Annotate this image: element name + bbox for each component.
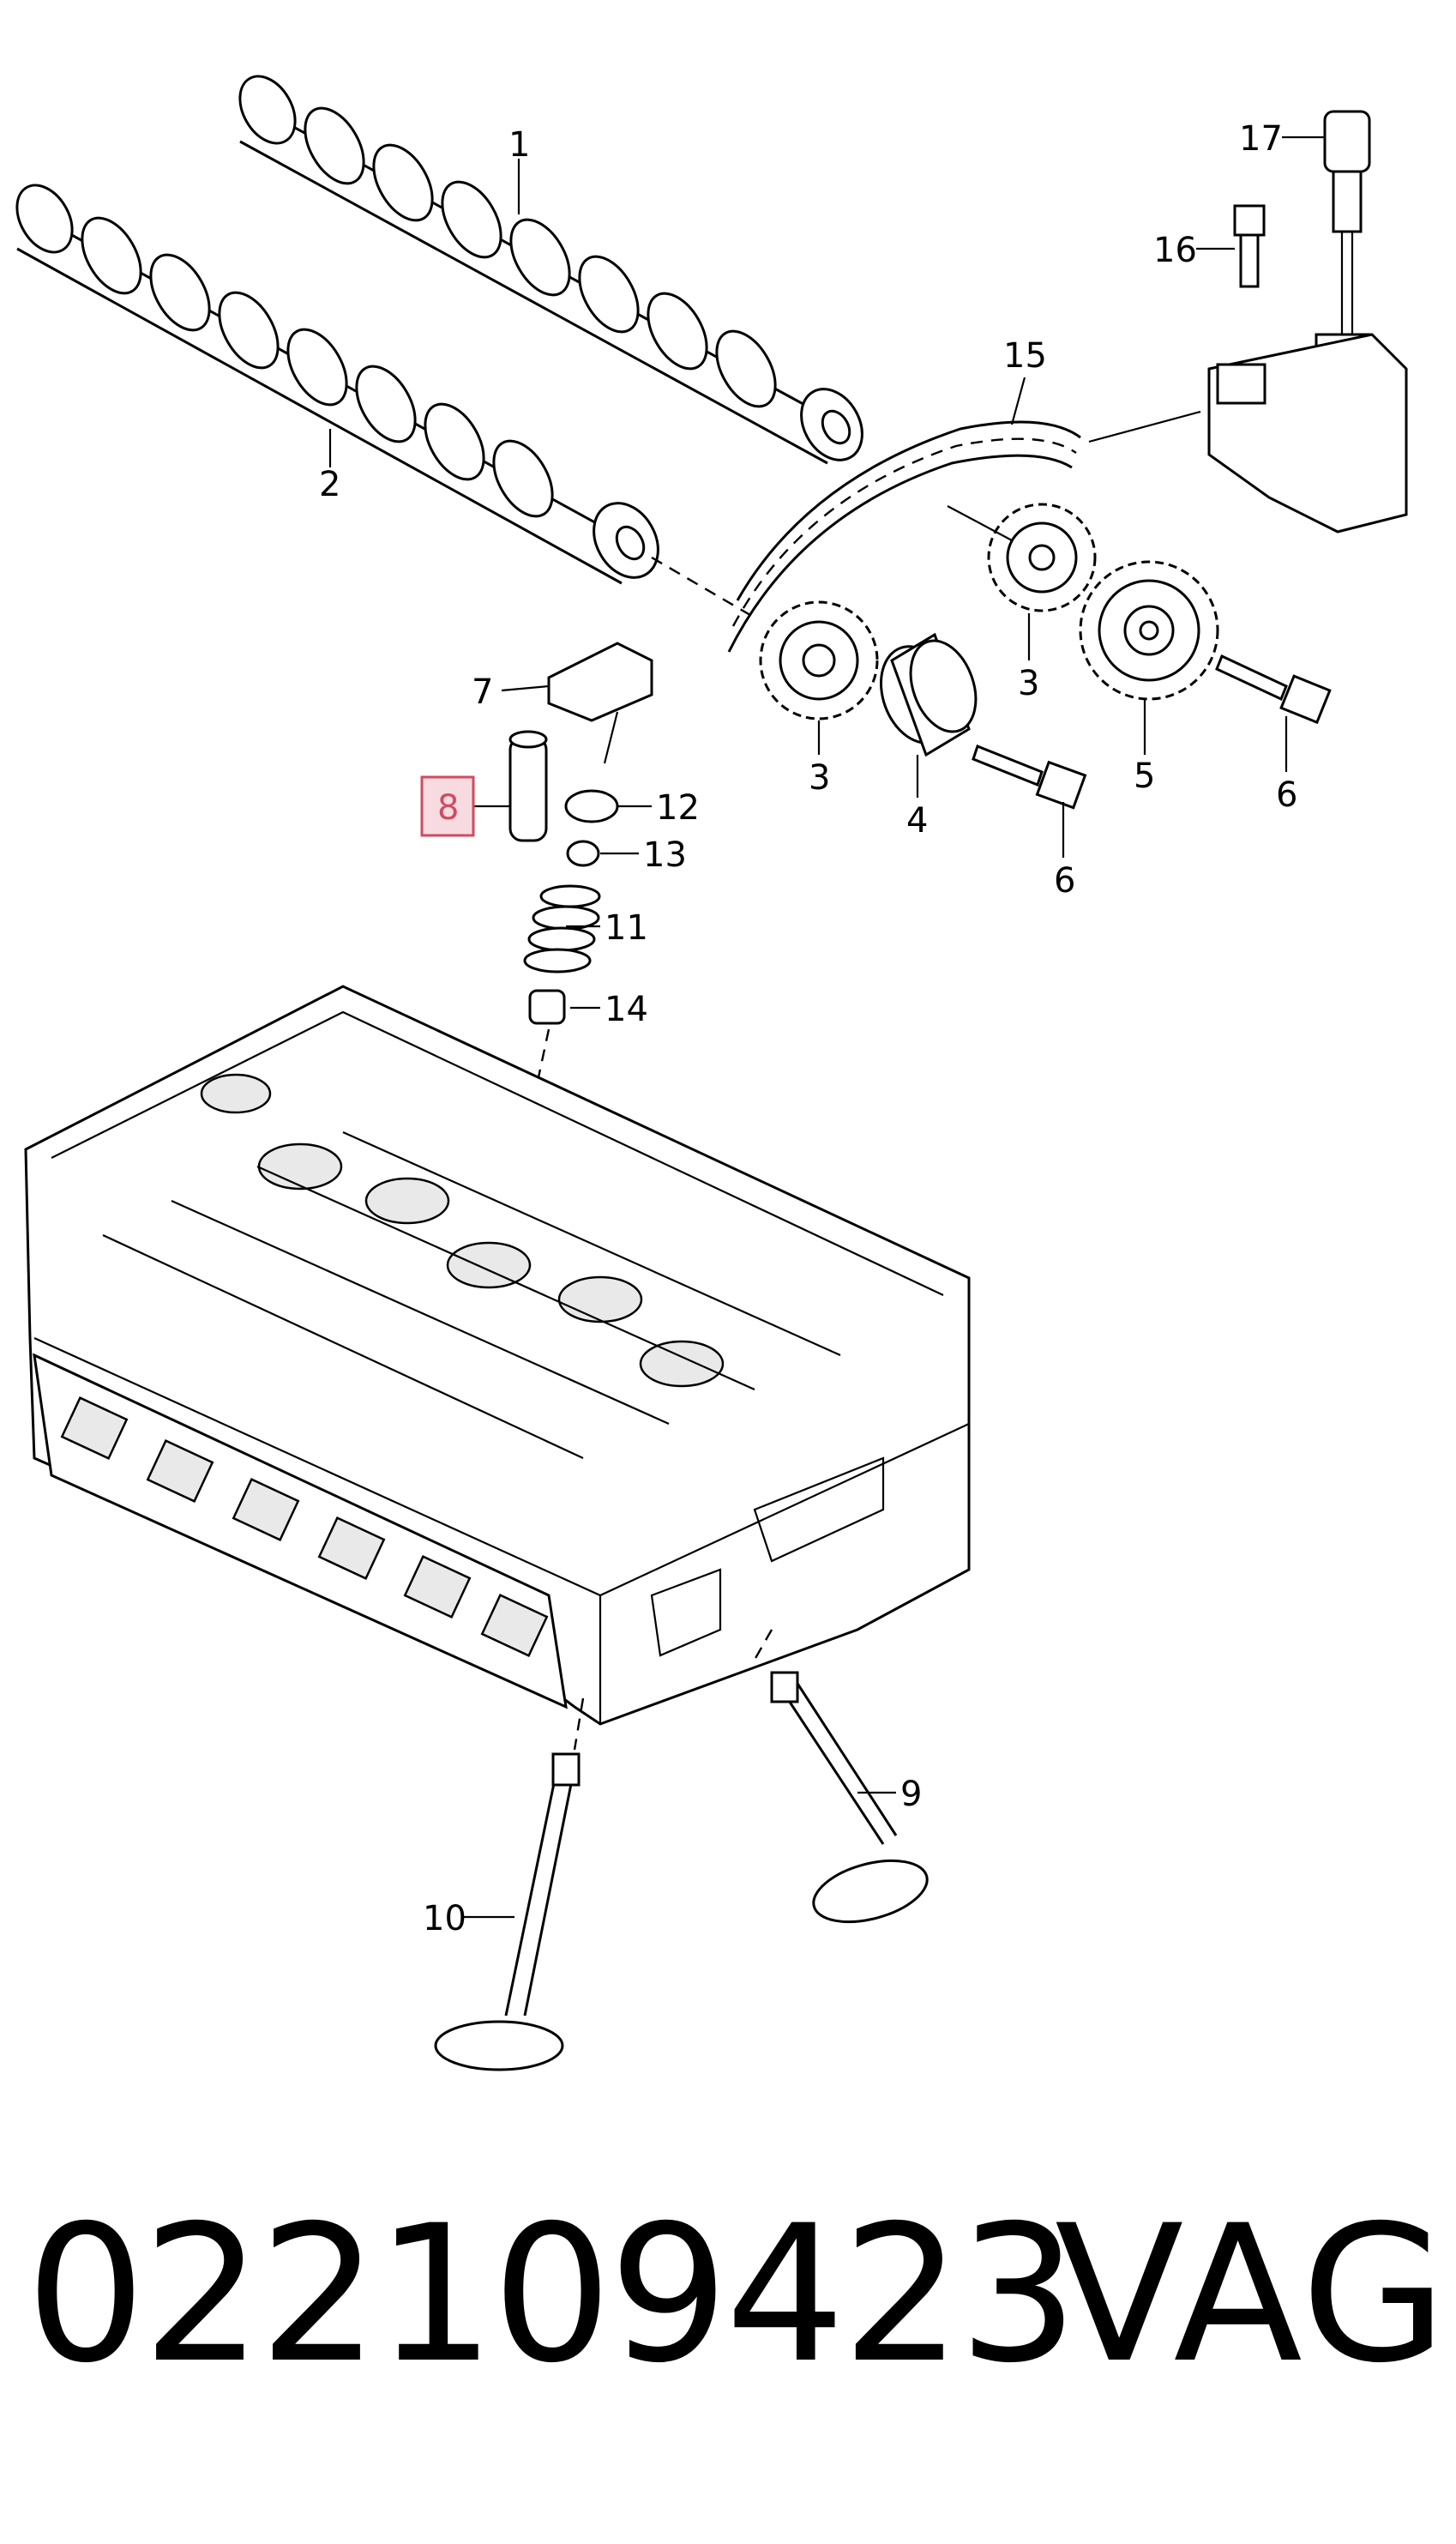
callout-10: 10 — [423, 1899, 466, 1938]
callout-2: 2 — [319, 465, 340, 504]
timing-chain — [727, 410, 1201, 653]
callout-13: 13 — [643, 835, 687, 875]
chain-tensioner — [1207, 110, 1408, 534]
highlight-box — [420, 775, 475, 837]
callout-3-right: 3 — [1018, 664, 1039, 703]
callout-12: 12 — [656, 788, 700, 828]
callout-3-left: 3 — [809, 758, 830, 798]
callout-8: 8 — [437, 788, 459, 828]
callout-6-right: 6 — [1276, 775, 1297, 815]
callout-leaders — [328, 136, 1325, 1919]
hydraulic-tappet — [508, 730, 548, 842]
callout-15: 15 — [1003, 336, 1047, 376]
cylinder-head — [24, 985, 971, 1726]
exhaust-valve — [770, 1671, 929, 1924]
camshaft-upper — [238, 75, 863, 465]
callout-16: 16 — [1153, 231, 1197, 270]
callout-7: 7 — [472, 672, 493, 712]
intake-valve — [434, 1752, 581, 2071]
callout-5: 5 — [1134, 757, 1155, 796]
rocker-arm — [547, 642, 653, 764]
valve-spring-stack — [496, 789, 619, 1270]
part-number: 022109423 — [26, 2185, 1079, 2404]
callout-labels: 1 2 3 3 4 5 6 6 7 8 9 10 11 12 13 14 15 … — [319, 119, 1297, 1938]
bolt-lower — [972, 745, 1087, 810]
sprocket-large — [1079, 560, 1219, 701]
hub-part — [879, 632, 978, 757]
sprocket-right — [947, 503, 1097, 612]
callout-6-bottom: 6 — [1054, 861, 1075, 901]
callout-11: 11 — [605, 908, 648, 948]
callout-9: 9 — [900, 1775, 922, 1814]
engine-head-exploded-diagram: 1 2 3 3 4 5 6 6 7 8 9 10 11 12 13 14 15 … — [15, 75, 1408, 2071]
callout-17: 17 — [1239, 119, 1283, 159]
brand-name: VAG — [1055, 2185, 1449, 2404]
bolt-right — [1215, 654, 1332, 725]
sprocket-left — [759, 600, 879, 720]
callout-4: 4 — [906, 801, 928, 841]
callout-14: 14 — [605, 990, 648, 1029]
camshaft-lower — [15, 184, 755, 619]
callout-1: 1 — [508, 125, 530, 165]
